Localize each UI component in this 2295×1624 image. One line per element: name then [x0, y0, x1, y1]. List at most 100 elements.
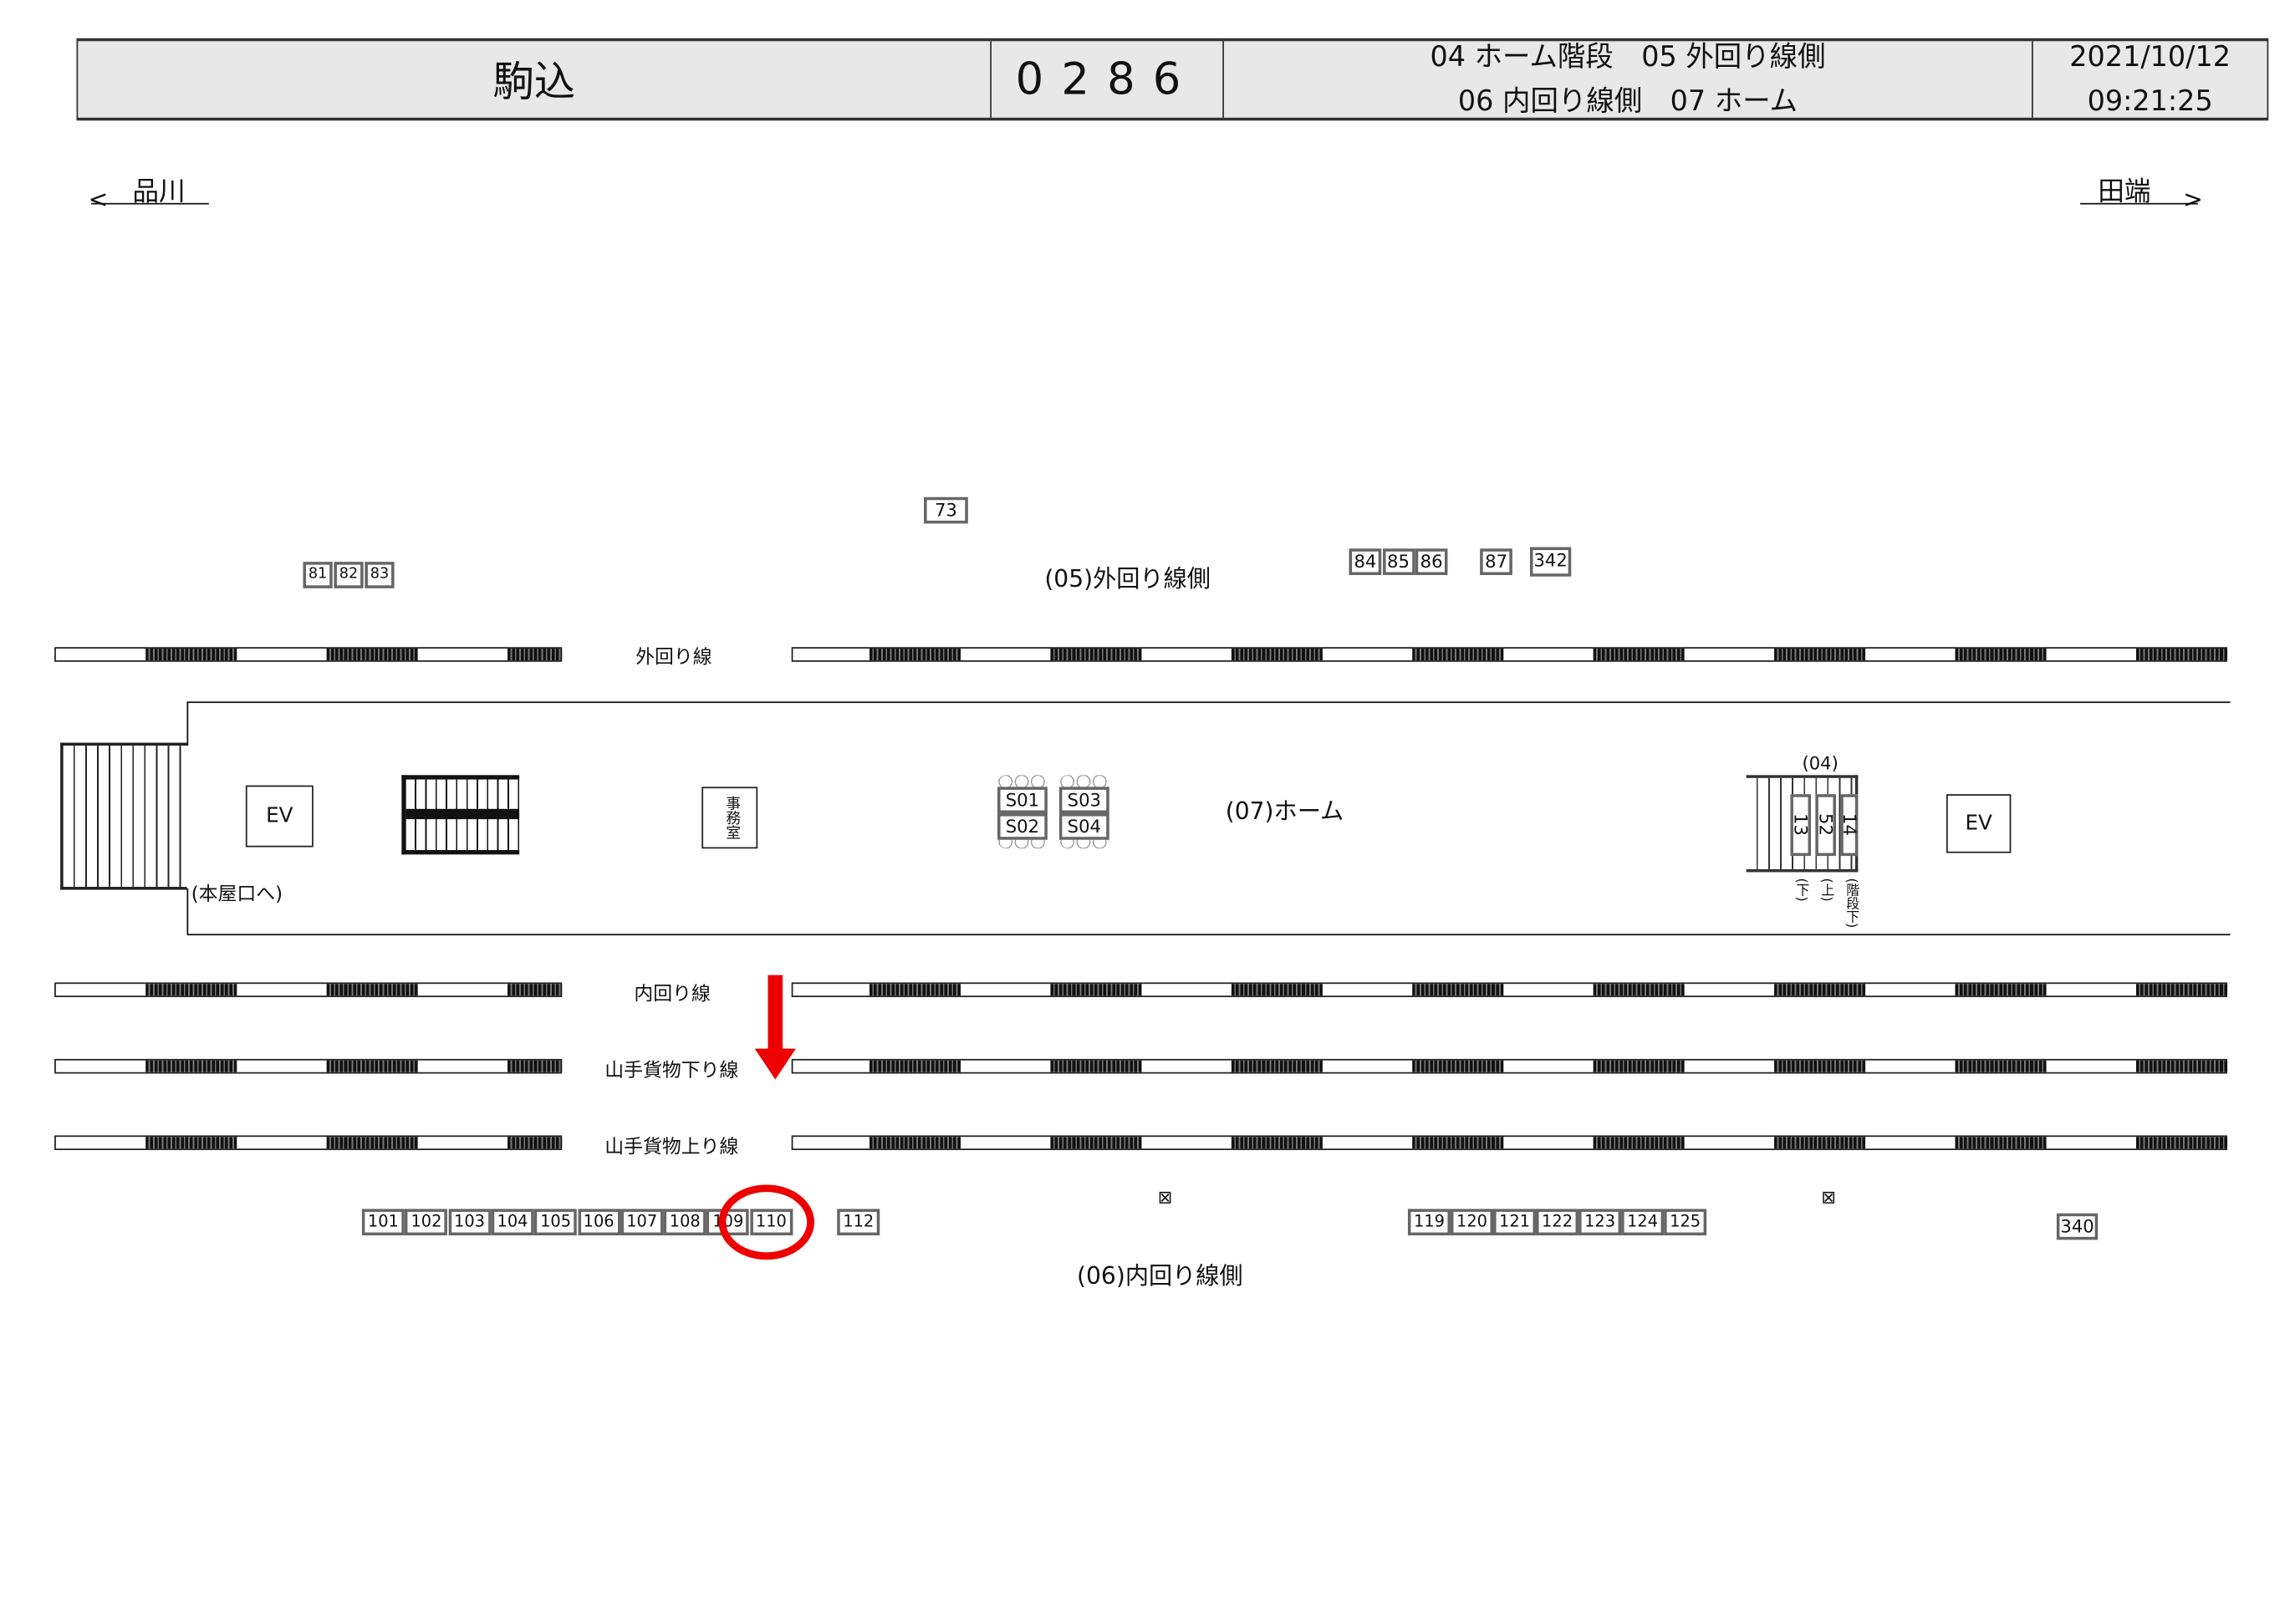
ad-box-85[interactable]: 85	[1382, 548, 1415, 576]
ad-box-13[interactable]: 13	[1790, 794, 1812, 857]
exit-stairs	[60, 742, 187, 890]
platform-end-bottom	[186, 888, 189, 934]
ad-box-101[interactable]: 101	[361, 1209, 405, 1236]
bench-S04[interactable]: S04	[1058, 813, 1109, 840]
rail-hatch	[1774, 1060, 1866, 1072]
stair-note: (上)	[1818, 878, 1833, 902]
ad-box-52[interactable]: 52	[1815, 794, 1836, 857]
rail-hatch	[145, 984, 237, 996]
rail-hatch	[326, 648, 418, 661]
ad-box-112[interactable]: 112	[837, 1209, 880, 1236]
rail-hatch	[326, 1060, 418, 1072]
platform-end-top	[186, 701, 189, 746]
rail-segment-right	[791, 982, 2228, 998]
rail-hatch	[507, 1060, 563, 1072]
office-room: 事務室	[701, 787, 758, 849]
rail-hatch	[869, 984, 961, 996]
bench-S03[interactable]: S03	[1058, 787, 1109, 814]
ad-box-105[interactable]: 105	[534, 1209, 578, 1236]
rail-hatch	[507, 984, 563, 996]
rail-hatch	[145, 1137, 237, 1149]
rail-hatch	[869, 648, 961, 661]
bench-S01[interactable]: S01	[997, 787, 1048, 814]
inner-side-label: (06)内回り線側	[1077, 1261, 1243, 1291]
rail-hatch	[1412, 648, 1504, 661]
red-arrow-shaft	[768, 975, 783, 1052]
rail-hatch	[1231, 1060, 1323, 1072]
rail-hatch	[507, 1137, 563, 1149]
rail-segment-left	[54, 982, 563, 998]
stair-note: (階段下)	[1843, 878, 1859, 929]
rail-hatch	[1955, 1060, 2047, 1072]
rail-hatch	[1231, 648, 1323, 661]
rail-hatch	[1774, 648, 1866, 661]
cross-box-icon: ⊠	[1157, 1186, 1173, 1208]
red-highlight-circle	[718, 1184, 814, 1260]
outer-side-label: (05)外回り線側	[1044, 564, 1211, 593]
platform-label: (07)ホーム	[1225, 797, 1344, 826]
ad-box-108[interactable]: 108	[663, 1209, 706, 1236]
elevator-right: EV	[1946, 794, 2012, 853]
rail-segment-left	[54, 1058, 563, 1074]
ad-box-83[interactable]: 83	[365, 562, 395, 588]
ad-box-81[interactable]: 81	[303, 562, 333, 588]
ad-box-106[interactable]: 106	[577, 1209, 620, 1236]
rail-hatch	[1955, 984, 2047, 996]
rail-hatch	[1593, 648, 1685, 661]
ad-box-119[interactable]: 119	[1407, 1209, 1451, 1236]
rail-hatch	[1231, 984, 1323, 996]
rail-hatch	[507, 648, 563, 661]
rail-segment-right	[791, 1135, 2228, 1151]
legend-line-2: 06 内回り線側 07 ホーム	[1457, 85, 1798, 118]
ad-box-104[interactable]: 104	[491, 1209, 534, 1236]
rail-segment-left	[54, 1135, 563, 1151]
stair-note: (下)	[1793, 878, 1808, 902]
ad-box-124[interactable]: 124	[1621, 1209, 1665, 1236]
track-label: 山手貨物下り線	[604, 1060, 739, 1083]
stairs-label: (04)	[1802, 752, 1839, 774]
rail-hatch	[145, 1060, 237, 1072]
rail-hatch	[869, 1060, 961, 1072]
rail-hatch	[1231, 1137, 1323, 1149]
ad-box-120[interactable]: 120	[1450, 1209, 1493, 1236]
ad-box-87[interactable]: 87	[1480, 548, 1512, 576]
rail-hatch	[2135, 1137, 2228, 1149]
area-legend: 04 ホーム階段 05 外回り線側 06 内回り線側 07 ホーム	[1224, 41, 2033, 118]
ad-box-102[interactable]: 102	[405, 1209, 448, 1236]
escalator-stairs	[401, 775, 520, 855]
ad-box-122[interactable]: 122	[1536, 1209, 1579, 1236]
ad-box-73[interactable]: 73	[924, 496, 968, 524]
ad-box-103[interactable]: 103	[447, 1209, 491, 1236]
bench-S02[interactable]: S02	[997, 813, 1048, 840]
ad-box-340[interactable]: 340	[2056, 1213, 2099, 1240]
ad-box-125[interactable]: 125	[1664, 1209, 1707, 1236]
rail-hatch	[326, 1137, 418, 1149]
rail-hatch	[1050, 1137, 1142, 1149]
ad-box-123[interactable]: 123	[1578, 1209, 1622, 1236]
ad-box-82[interactable]: 82	[334, 562, 364, 588]
ad-box-14[interactable]: 14	[1839, 794, 1859, 857]
left-arrow-icon	[91, 202, 209, 205]
rail-hatch	[1955, 648, 2047, 661]
ad-box-107[interactable]: 107	[620, 1209, 664, 1236]
ad-box-121[interactable]: 121	[1492, 1209, 1537, 1236]
platform-edge-bottom	[186, 934, 2231, 936]
header-bar: 駒込 0286 04 ホーム階段 05 外回り線側 06 内回り線側 07 ホー…	[76, 38, 2269, 121]
time: 09:21:25	[2087, 85, 2213, 118]
ad-box-84[interactable]: 84	[1349, 548, 1382, 576]
date: 2021/10/12	[2069, 41, 2231, 74]
timestamp: 2021/10/12 09:21:25	[2033, 41, 2267, 117]
right-arrow-icon	[2080, 202, 2198, 205]
ad-box-86[interactable]: 86	[1415, 548, 1448, 576]
rail-segment-right	[791, 647, 2228, 662]
rail-hatch	[2135, 648, 2228, 661]
rail-hatch	[1593, 1060, 1685, 1072]
cross-box-icon: ⊠	[1821, 1186, 1837, 1208]
track-label: 内回り線	[634, 984, 711, 1006]
ad-box-342[interactable]: 342	[1529, 547, 1572, 577]
rail-hatch	[1050, 984, 1142, 996]
rail-hatch	[1412, 1060, 1504, 1072]
elevator-left: EV	[245, 785, 314, 848]
legend-line-1: 04 ホーム階段 05 外回り線側	[1430, 41, 1826, 74]
ad-box-110[interactable]: 110	[749, 1209, 793, 1236]
